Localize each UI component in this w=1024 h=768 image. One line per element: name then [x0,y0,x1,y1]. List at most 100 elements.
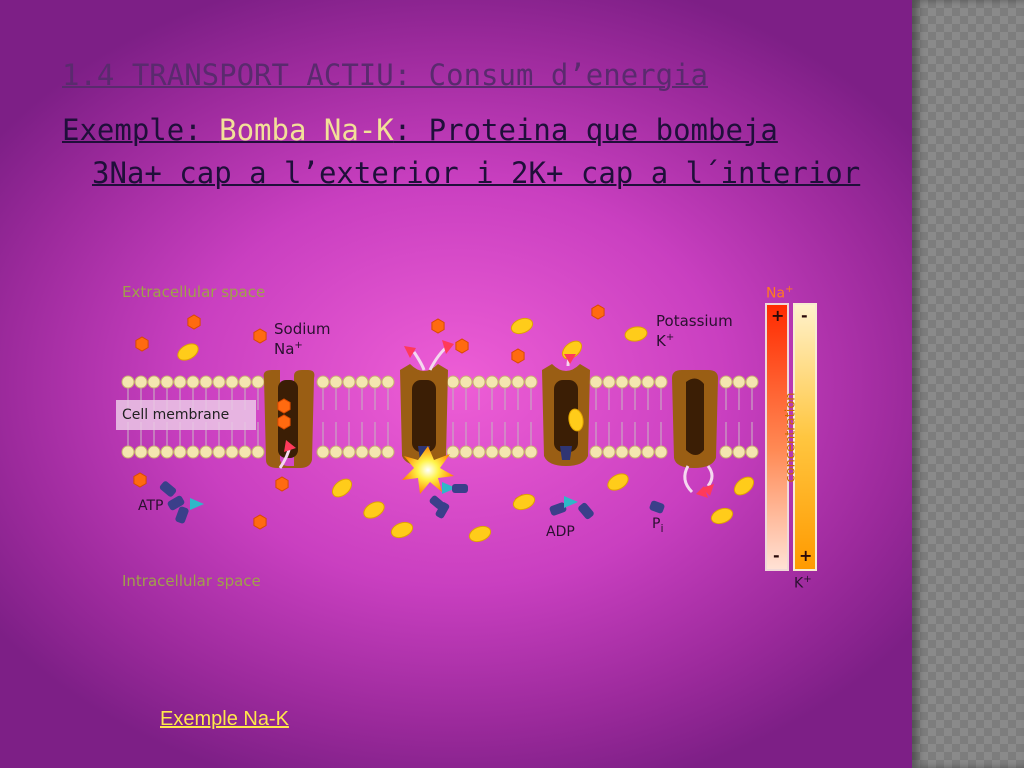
pump-4 [672,370,718,468]
lipid-head [498,445,512,459]
lipid-head [225,375,239,389]
lipid-head [160,375,174,389]
potassium-ion [624,326,648,342]
extracellular-label: Extracellular space [122,283,266,301]
lipid-head [446,445,460,459]
cell-membrane-label: Cell membrane [116,400,256,430]
energy-burst-icon [402,446,454,494]
potassium-ion [733,476,755,496]
lipid-head [316,445,330,459]
membrane-heads [121,375,759,459]
lipid-head [238,445,252,459]
na-plus-sign: + [771,306,785,325]
lipid-head [641,375,655,389]
lipid-head [485,445,499,459]
lipid-head [745,375,759,389]
lipid-head [368,375,382,389]
lipid-head [134,375,148,389]
lipid-head [485,375,499,389]
lipid-head [329,445,343,459]
lipid-head [186,375,200,389]
lipid-head [628,445,642,459]
lipid-head [472,445,486,459]
lipid-head [641,445,655,459]
lipid-head [524,445,538,459]
lipid-head [121,445,135,459]
example-suffix: : Proteina que bombeja [393,113,778,147]
potassium-ion [512,493,536,511]
potassium-ions [177,317,755,543]
na-label: Na+ [274,340,303,358]
lipid-head [498,375,512,389]
k-plus-bottom-label: K+ [794,574,812,592]
example-highlight: Bomba Na-K [219,113,394,147]
adp-label: ADP [546,524,575,540]
lipid-head [251,375,265,389]
na-k-pump-diagram: Extracellular space Intracellular space … [112,270,832,610]
lipid-head [459,445,473,459]
lipid-head [472,375,486,389]
lipid-head [355,375,369,389]
na-plus-top-label: Na+ [766,284,794,302]
lipid-head [121,375,135,389]
lipid-head [173,445,187,459]
example-line-1: Exemple: Bomba Na-K: Proteina que bombej… [62,113,778,147]
k-minus-sign: - [801,306,808,325]
phosphate-icon [649,500,665,514]
sodium-ion [591,304,605,320]
lipid-head [368,445,382,459]
arrow-heads [284,340,714,498]
k-label: K+ [656,332,675,350]
lipid-head [147,375,161,389]
pi-label: Pi [652,516,664,535]
adp-molecule-icon-2 [429,482,468,519]
arrow-icon [278,344,714,494]
atp-label: ATP [138,498,164,514]
side-decoration [912,0,1024,768]
lipid-head [342,375,356,389]
potassium-ion [710,507,734,525]
sodium-ion [253,514,267,530]
lipid-head [446,375,460,389]
sodium-ion [455,338,469,354]
lipid-head [381,375,395,389]
example-line-2: 3Na+ cap a l’exterior i 2K+ cap a l´inte… [92,156,861,190]
sodium-ion [431,318,445,334]
pump-2 [400,364,448,466]
k-plus-sign: + [799,546,813,565]
sodium-ion [511,348,525,364]
lipid-head [212,445,226,459]
lipid-head [602,445,616,459]
lipid-head [212,375,226,389]
slide-title: 1.4 TRANSPORT ACTIU: Consum d’energia [62,58,709,92]
lipid-head [342,445,356,459]
lipid-head [615,375,629,389]
lipid-head [329,375,343,389]
lipid-head [251,445,265,459]
sodium-ion [277,398,291,414]
concentration-label: concentration [783,392,799,483]
potassium-label: Potassium [656,312,733,330]
example-na-k-link[interactable]: Exemple Na-K [160,708,289,730]
lipid-head [719,375,733,389]
potassium-ion [177,343,199,361]
lipid-head [732,445,746,459]
lipid-head [602,375,616,389]
sodium-label: Sodium [274,320,331,338]
potassium-ion [363,501,385,519]
na-minus-sign: - [773,546,780,565]
lipid-head [316,375,330,389]
lipid-head [355,445,369,459]
sodium-ion [275,476,289,492]
concentration-bars [765,303,817,571]
adp-molecule-icon [549,496,594,520]
atp-molecule-icon [159,481,204,524]
lipid-head [238,375,252,389]
lipid-head [173,375,187,389]
pump-3 [542,364,590,466]
potassium-ion [568,408,584,432]
potassium-ion [331,478,353,498]
lipid-head [589,375,603,389]
potassium-ion [390,521,414,539]
lipid-head [589,445,603,459]
